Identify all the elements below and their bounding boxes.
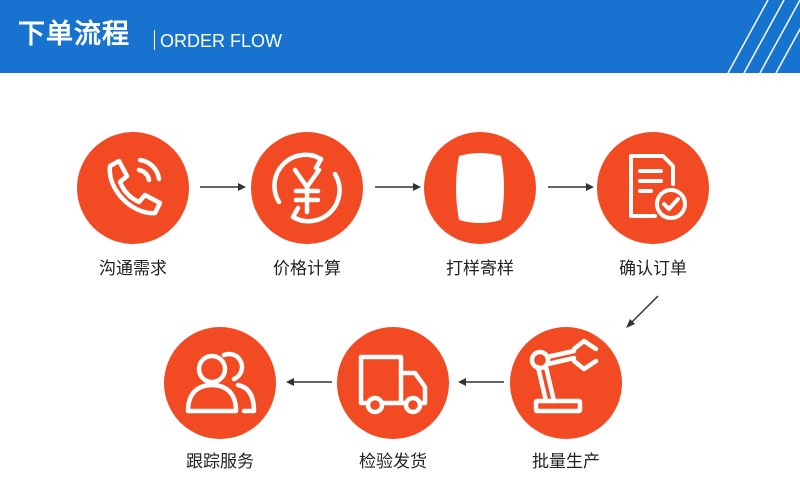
header-bar: 下单流程 ORDER FLOW [0, 0, 800, 73]
users-icon [185, 351, 257, 414]
step-circle [510, 327, 622, 439]
arrow-left-icon [458, 378, 504, 386]
step-label: 跟踪服务 [186, 452, 254, 472]
arrow-left-icon [286, 378, 332, 386]
decorative-stripes [727, 0, 800, 73]
yen-icon [272, 152, 342, 224]
title-divider [154, 30, 155, 50]
arrow-right-icon [548, 183, 594, 191]
page-title: 下单流程 [18, 19, 130, 50]
step-circle [251, 132, 363, 244]
arrow-right-icon [200, 183, 246, 191]
page-subtitle: ORDER FLOW [160, 31, 283, 51]
step-label: 沟通需求 [99, 259, 167, 279]
step-label: 打样寄样 [446, 259, 514, 279]
document-check-icon [629, 154, 687, 220]
step-label: 确认订单 [619, 259, 687, 279]
step-circle [597, 132, 709, 244]
step-circle [77, 132, 189, 244]
step-circle [164, 327, 276, 439]
arrow-right-icon [375, 183, 421, 191]
step-label: 批量生产 [532, 452, 600, 472]
arrow-down-left-icon [626, 295, 659, 328]
phone-icon [107, 157, 163, 216]
truck-icon [358, 354, 428, 415]
step-label: 价格计算 [273, 259, 341, 279]
step-label: 检验发货 [359, 452, 427, 472]
step-circle [424, 132, 536, 244]
robot-arm-icon [529, 338, 599, 414]
step-circle [337, 327, 449, 439]
sample-icon [456, 153, 504, 223]
